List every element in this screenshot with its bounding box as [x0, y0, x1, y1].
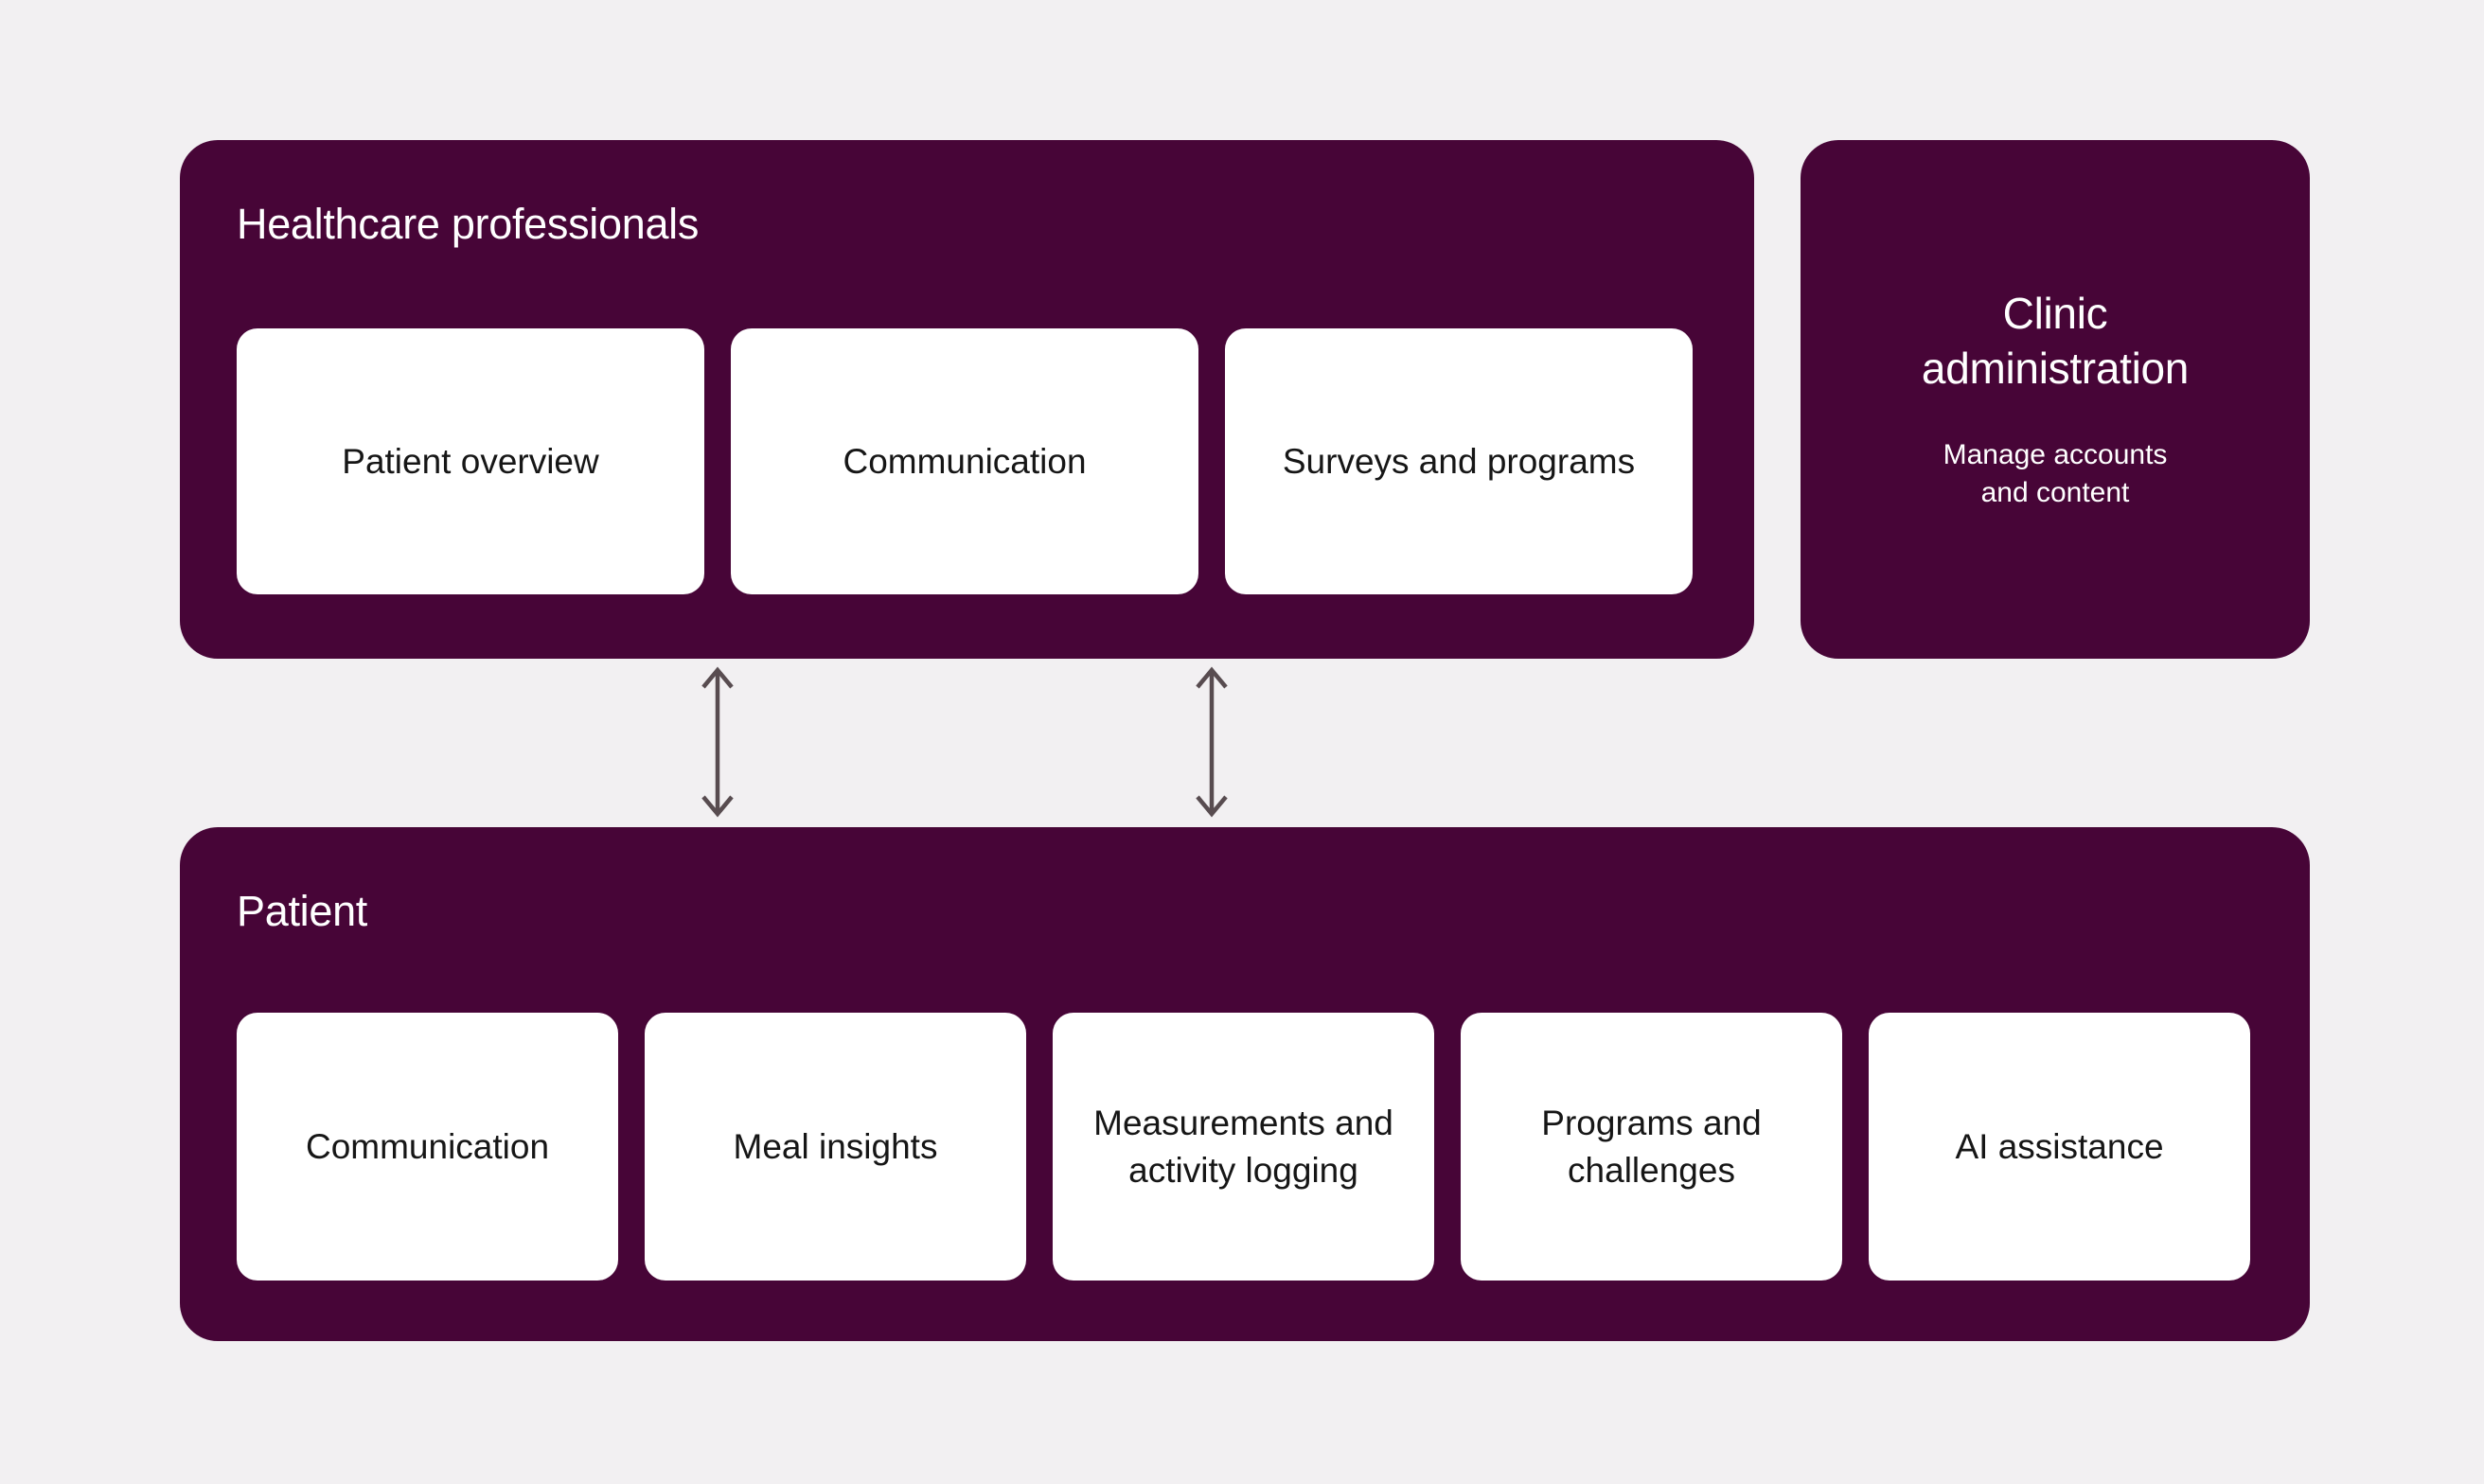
clinic-subtitle-line: Manage accounts: [1943, 439, 2168, 471]
card-surveys-and-programs: Surveys and programs: [1225, 328, 1693, 594]
card-programs-and-challenges: Programs and challenges: [1461, 1013, 1842, 1281]
patient-cards: Communication Meal insights Measurements…: [237, 1013, 2253, 1281]
card-label: Surveys and programs: [1282, 441, 1636, 481]
card-label: Meal insights: [733, 1126, 938, 1166]
card-communication-professional: Communication: [731, 328, 1198, 594]
healthcare-professionals-cards: Patient overview Communication Surveys a…: [237, 328, 1697, 594]
clinic-administration-panel: Clinic administration Manage accounts an…: [1801, 140, 2310, 659]
card-label: Communication: [305, 1126, 550, 1166]
clinic-title-line: Clinic: [2002, 289, 2108, 339]
card-label: Measurements and activity logging: [1093, 1103, 1393, 1190]
card-meal-insights: Meal insights: [645, 1013, 1026, 1281]
patient-title: Patient: [237, 887, 367, 935]
card-patient-overview: Patient overview: [237, 328, 704, 594]
card-label: Patient overview: [342, 441, 599, 481]
clinic-administration-title: Clinic administration: [1922, 287, 2189, 397]
card-measurements-activity-logging: Measurements and activity logging: [1053, 1013, 1434, 1281]
patient-panel: Patient Communication Meal insights Meas…: [180, 827, 2310, 1341]
clinic-subtitle-line: and content: [1980, 476, 2130, 508]
card-communication-patient: Communication: [237, 1013, 618, 1281]
card-ai-assistance: AI assistance: [1869, 1013, 2250, 1281]
bidirectional-arrow-icon: [697, 665, 738, 819]
card-label: Programs and challenges: [1541, 1103, 1762, 1190]
clinic-administration-subtitle: Manage accounts and content: [1943, 436, 2168, 512]
card-label: AI assistance: [1955, 1126, 2164, 1166]
bidirectional-arrow-icon: [1191, 665, 1233, 819]
card-label: Communication: [843, 441, 1087, 481]
healthcare-professionals-title: Healthcare professionals: [237, 200, 700, 248]
healthcare-professionals-panel: Healthcare professionals Patient overvie…: [180, 140, 1754, 659]
clinic-title-line: administration: [1921, 344, 2190, 394]
